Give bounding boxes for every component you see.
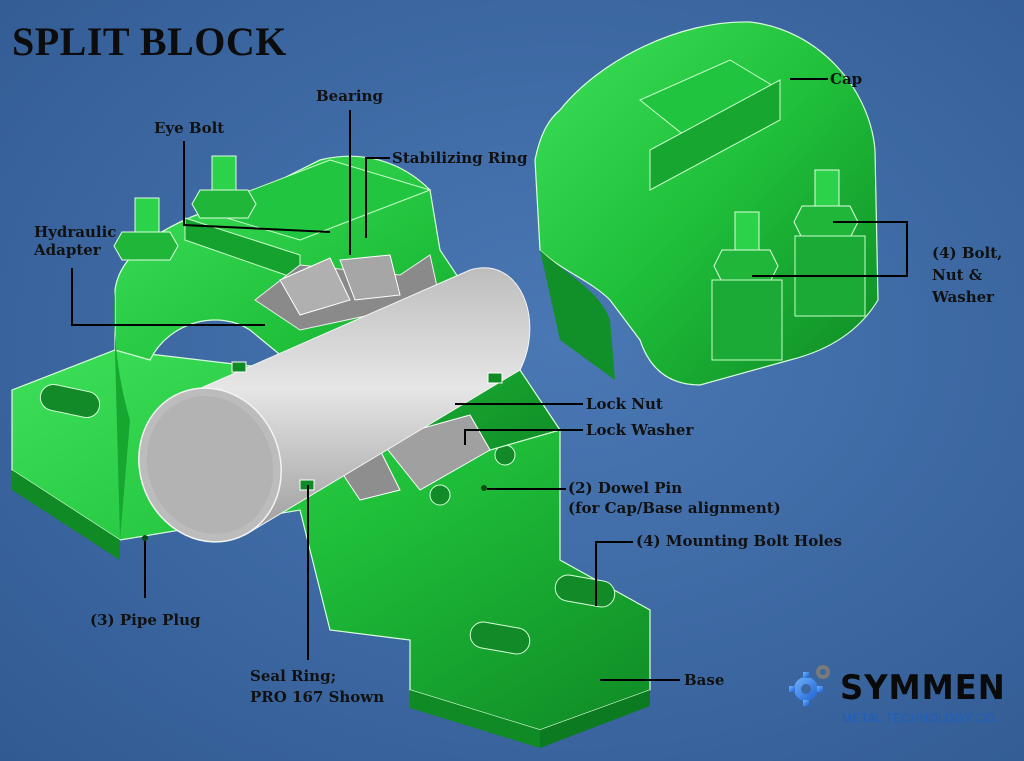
label-lock-nut: Lock Nut <box>586 395 663 413</box>
label-cap: Cap <box>830 70 863 88</box>
leader-eye-bolt <box>183 141 331 233</box>
label-hydraulic-adapter-line1: Hydraulic <box>34 223 117 241</box>
label-bolt-nut-washer-line2: Nut & <box>932 266 983 284</box>
leader-stabilizing-ring <box>365 157 390 238</box>
label-seal-ring-line2: PRO 167 Shown <box>250 688 385 706</box>
label-hydraulic-adapter-line2: Adapter <box>34 241 101 259</box>
brand-logo-subtitle: METAL TECHNOLOGY CO. <box>842 711 999 725</box>
page-title: SPLIT BLOCK <box>12 19 287 64</box>
shaft <box>138 267 531 543</box>
label-mounting-bolt-holes: (4) Mounting Bolt Holes <box>636 532 842 550</box>
assembly-bolt-front <box>113 197 179 261</box>
brand-logo-name: SYMMEN <box>840 668 1006 708</box>
assembly-bolt-back <box>191 155 257 219</box>
label-bolt-nut-washer-line3: Washer <box>932 288 995 306</box>
cap-part <box>534 21 879 386</box>
label-dowel-pin-line1: (2) Dowel Pin <box>568 479 683 497</box>
leader-bolt-nut-washer <box>752 221 908 277</box>
leader-mounting-holes <box>595 541 633 606</box>
label-bolt-nut-washer-line1: (4) Bolt, <box>932 244 1003 262</box>
leader-lock-washer <box>464 429 583 445</box>
cap-bolt-left <box>713 211 779 283</box>
leader-lines <box>71 78 908 681</box>
label-stabilizing-ring: Stabilizing Ring <box>392 149 528 167</box>
label-lock-washer: Lock Washer <box>586 421 694 439</box>
label-dowel-pin-line2: (for Cap/Base alignment) <box>568 499 781 517</box>
label-bearing: Bearing <box>316 87 383 105</box>
label-eye-bolt: Eye Bolt <box>154 119 225 137</box>
symmen-gear-logo-icon <box>789 665 830 706</box>
leader-hydraulic-adapter <box>71 268 265 326</box>
label-seal-ring-line1: Seal Ring; <box>250 667 337 685</box>
label-base: Base <box>684 671 725 689</box>
label-pipe-plug: (3) Pipe Plug <box>90 611 201 629</box>
